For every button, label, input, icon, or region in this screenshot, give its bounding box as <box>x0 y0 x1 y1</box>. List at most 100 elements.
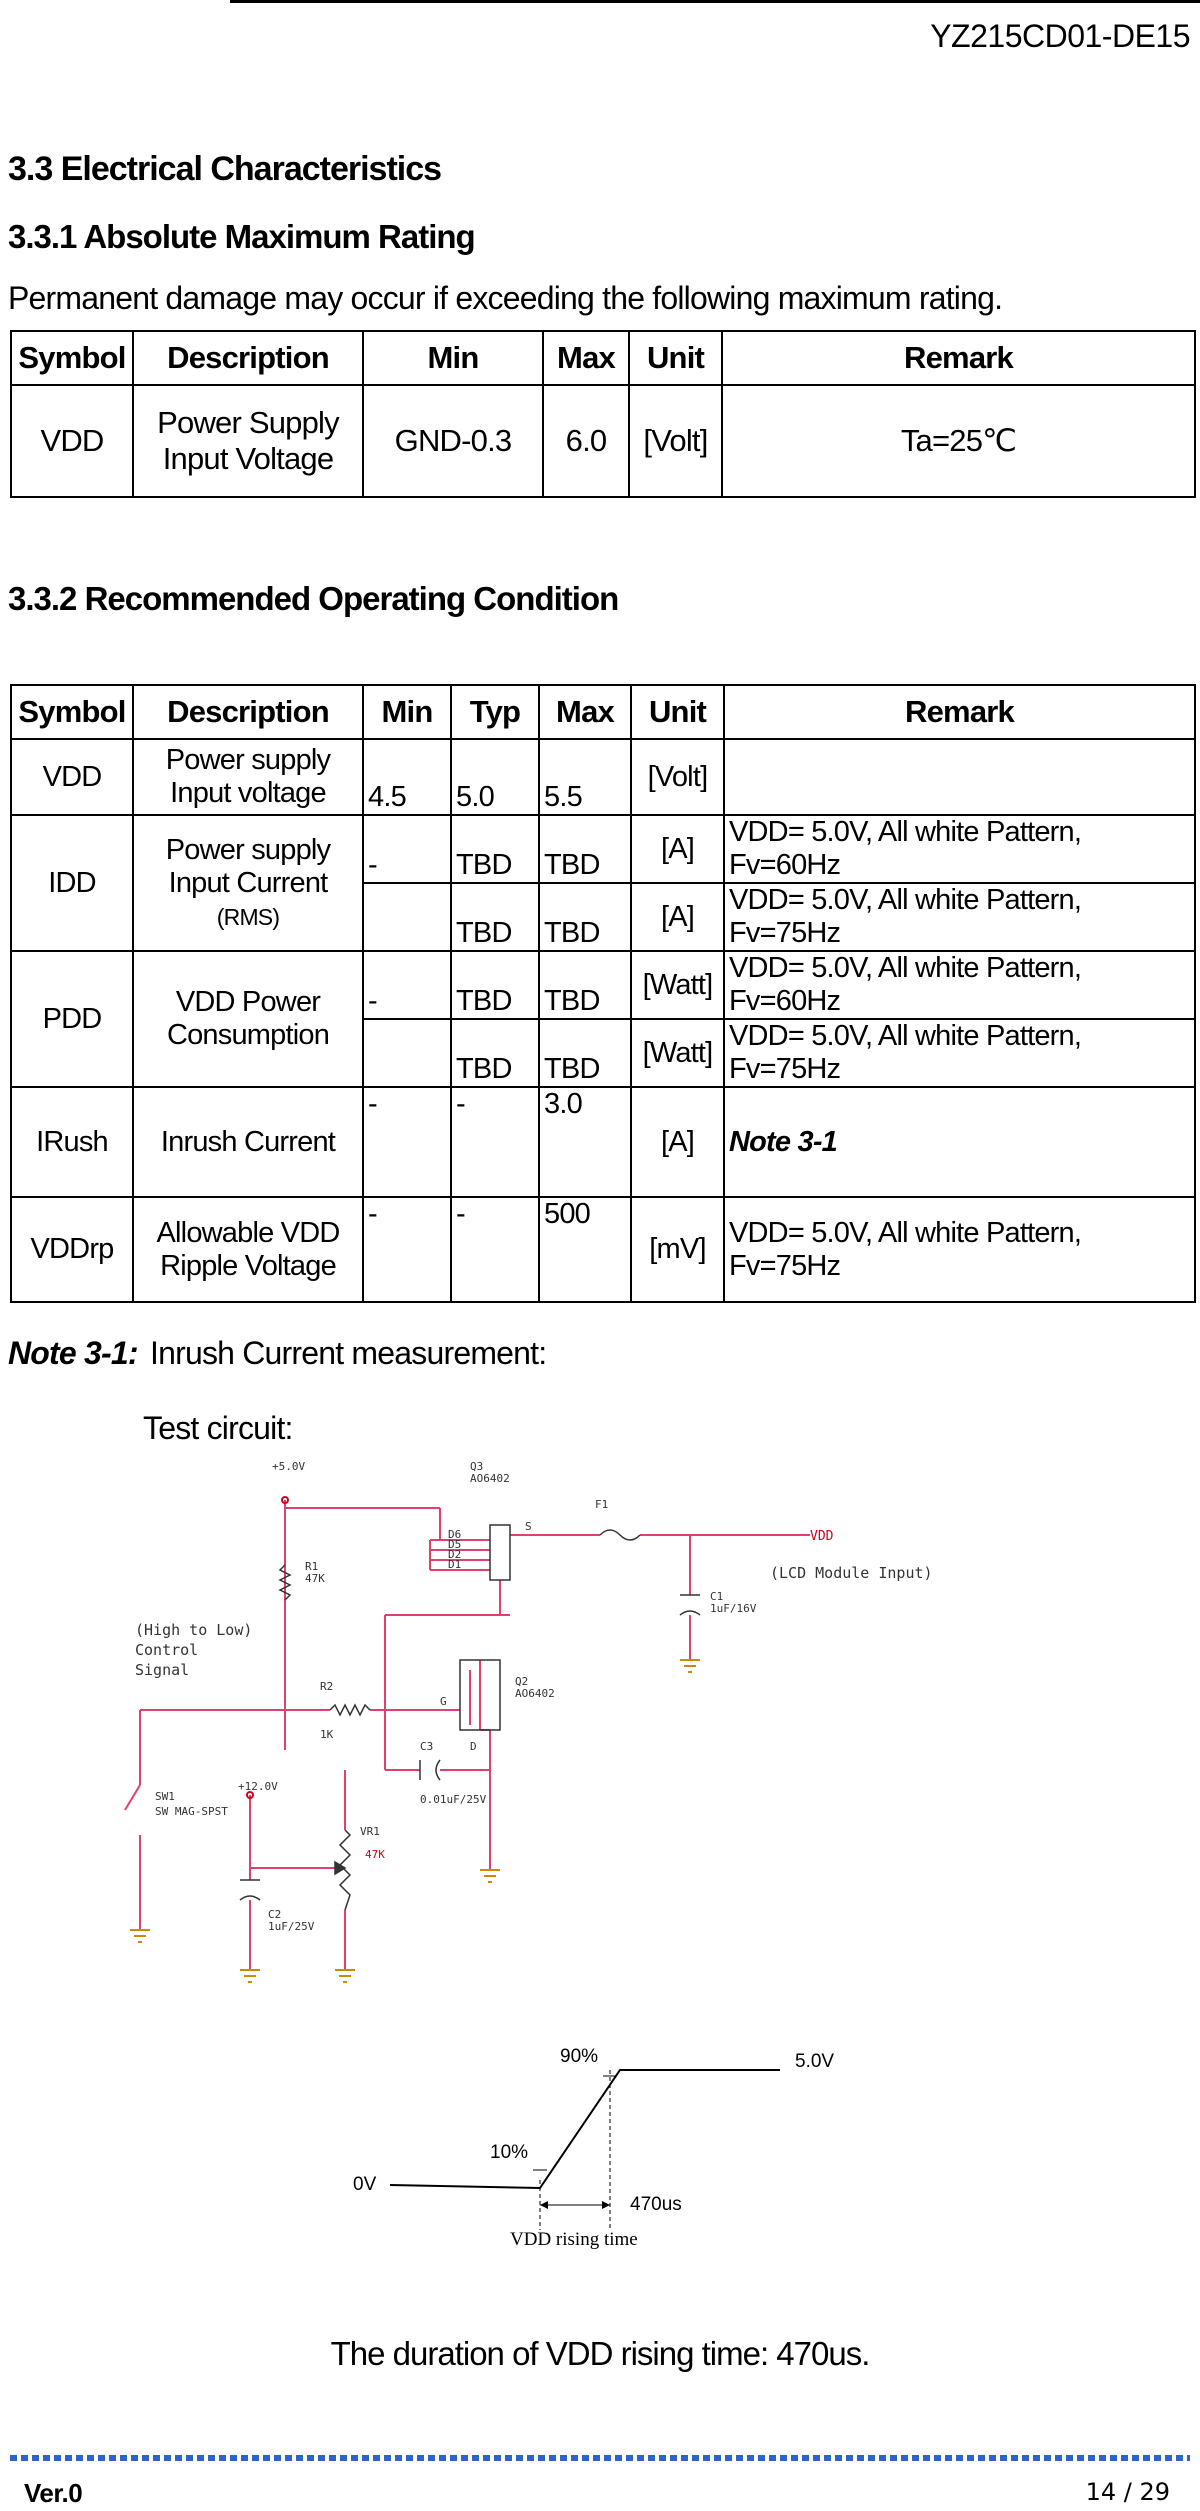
desc-line: Input voltage <box>170 777 326 809</box>
symbol-cell: VDDrp <box>10 1196 134 1303</box>
header-cell: Min <box>362 330 544 386</box>
unit-cell: [Watt] <box>630 1018 725 1088</box>
document-id: YZ215CD01-DE15 <box>930 18 1190 54</box>
q2-label: Q2 <box>515 1675 528 1688</box>
header-cell: Description <box>132 330 364 386</box>
operating-condition-table: Symbol Description Min Typ Max Unit Rema… <box>10 684 1196 1303</box>
p10-label: 10% <box>490 2142 528 2163</box>
footer-dotted-rule <box>10 2455 1190 2461</box>
typ-cell: - <box>450 1086 540 1198</box>
header-cell: Min <box>362 684 452 740</box>
test-circuit-schematic: VDD +5.0V Q3 AO6402 D6 D5 D2 D1 S F1 C1 … <box>124 1460 933 1983</box>
max-cell: TBD <box>538 882 632 952</box>
header-cell: Remark <box>723 684 1196 740</box>
min-cell: GND-0.3 <box>362 384 544 498</box>
min-cell: 4.5 <box>362 738 452 816</box>
max-cell: 500 <box>538 1196 632 1303</box>
max-cell: 6.0 <box>542 384 630 498</box>
pin-label: D6 <box>448 1528 461 1541</box>
subsection-recommended: 3.3.2 Recommended Operating Condition <box>8 580 619 617</box>
max-cell: 5.5 <box>538 738 632 816</box>
symbol-cell: IDD <box>10 814 134 952</box>
table-header-row: Symbol Description Min Max Unit Remark <box>10 330 1196 386</box>
header-cell: Max <box>542 330 630 386</box>
header-cell: Unit <box>628 330 723 386</box>
header-cell: Max <box>538 684 632 740</box>
min-cell: - <box>362 1196 452 1303</box>
typ-cell: TBD <box>450 882 540 952</box>
unit-cell: [A] <box>630 1086 725 1198</box>
desc-line: Consumption <box>166 1019 330 1051</box>
desc-line: Power Supply <box>157 405 339 440</box>
unit-cell: [A] <box>630 814 725 884</box>
v12-label: +12.0V <box>238 1780 278 1793</box>
time-label: 470us <box>630 2194 682 2215</box>
header-cell: Remark <box>721 330 1196 386</box>
typ-cell: - <box>450 1196 540 1303</box>
desc-line: VDD Power <box>175 986 321 1018</box>
v5-label: +5.0V <box>272 1460 305 1473</box>
vdd-rising-waveform: 90% 10% 5.0V 0V 470us VDD rising time <box>353 2046 834 2250</box>
r1-value: 47K <box>305 1572 325 1585</box>
c3-label: C3 <box>420 1740 433 1753</box>
max-cell: TBD <box>538 1018 632 1088</box>
remark-note-link: Note 3-1 <box>723 1086 1196 1198</box>
drain-label: D <box>470 1740 477 1753</box>
r2-label: R2 <box>320 1680 333 1693</box>
desc-line: Input Voltage <box>162 441 334 476</box>
unit-cell: [A] <box>630 882 725 952</box>
vdd-net-label: VDD <box>810 1529 834 1544</box>
max-cell: TBD <box>538 814 632 884</box>
v5-level-label: 5.0V <box>795 2051 834 2072</box>
control-line2: Control <box>135 1641 198 1659</box>
symbol-cell: IRush <box>10 1086 134 1198</box>
r1-label: R1 <box>305 1560 318 1573</box>
c1-label: C1 <box>710 1590 723 1603</box>
typ-cell: TBD <box>450 950 540 1020</box>
pin-label: D2 <box>448 1548 461 1561</box>
min-cell: - <box>362 950 452 1020</box>
source-label: S <box>525 1520 532 1533</box>
desc-line: Input Current <box>168 866 329 899</box>
version-label: Ver.0 <box>24 2478 83 2508</box>
desc-line: Power supply <box>165 833 331 866</box>
q3-part: AO6402 <box>470 1472 510 1485</box>
desc-line: Power supply <box>165 744 331 776</box>
remark-cell: VDD= 5.0V, All white Pattern, Fv=75Hz <box>723 1018 1196 1088</box>
remark-cell: VDD= 5.0V, All white Pattern, Fv=60Hz <box>723 950 1196 1020</box>
sw-part: SW MAG-SPST <box>155 1805 228 1818</box>
control-line3: Signal <box>135 1661 189 1679</box>
min-cell <box>362 1018 452 1088</box>
duration-statement: The duration of VDD rising time: 470us. <box>330 2335 871 2372</box>
r2-value: 1K <box>320 1728 334 1741</box>
remark-cell: VDD= 5.0V, All white Pattern, Fv=75Hz <box>723 882 1196 952</box>
typ-cell: 5.0 <box>450 738 540 816</box>
c2-value: 1uF/25V <box>268 1920 315 1933</box>
test-circuit-label: Test circuit: <box>143 1410 293 1446</box>
unit-cell: [Watt] <box>630 950 725 1020</box>
p90-label: 90% <box>560 2046 598 2067</box>
c3-value: 0.01uF/25V <box>420 1793 487 1806</box>
q3-label: Q3 <box>470 1460 483 1473</box>
absolute-max-table: Symbol Description Min Max Unit Remark V… <box>10 330 1196 498</box>
remark-cell: VDD= 5.0V, All white Pattern, Fv=75Hz <box>723 1196 1196 1303</box>
min-cell: - <box>362 814 452 884</box>
pin-label: D1 <box>448 1558 461 1571</box>
table-header-row: Symbol Description Min Typ Max Unit Rema… <box>10 684 1196 740</box>
unit-cell: [Volt] <box>628 384 723 498</box>
subsection-absolute-max: 3.3.1 Absolute Maximum Rating <box>8 218 476 255</box>
symbol-cell: VDD <box>10 738 134 816</box>
control-line1: (High to Low) <box>135 1621 252 1639</box>
rms-note: (RMS) <box>216 903 280 930</box>
vr1-value: 47K <box>365 1848 385 1861</box>
c2-label: C2 <box>268 1908 281 1921</box>
unit-cell: [Volt] <box>630 738 725 816</box>
header-rule <box>230 0 1200 3</box>
